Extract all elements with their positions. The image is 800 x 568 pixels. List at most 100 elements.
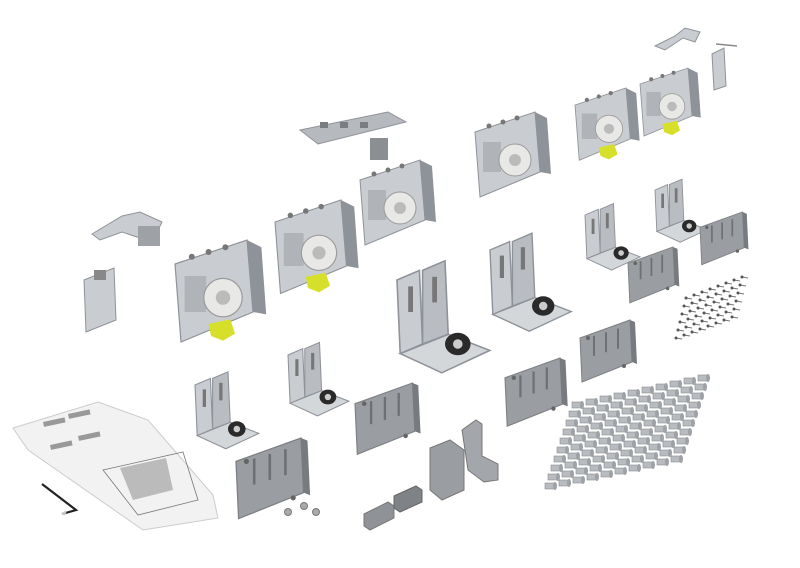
roller-hub: [233, 425, 241, 433]
screw: [676, 437, 687, 445]
screw-head: [657, 443, 661, 451]
screw: [598, 437, 609, 445]
screw-head: [616, 410, 620, 418]
screw: [646, 410, 657, 418]
screw: [593, 413, 604, 421]
screw: [575, 467, 586, 475]
screw: [576, 425, 587, 433]
screw-head: [664, 383, 668, 391]
screw-head: [623, 467, 627, 475]
screw: [697, 374, 708, 382]
plate-hole: [403, 433, 408, 439]
screw: [640, 428, 651, 436]
screw: [578, 458, 589, 466]
screw: [547, 473, 558, 481]
screw-head: [622, 392, 626, 400]
screw-head: [649, 428, 653, 436]
screw-head: [722, 289, 726, 293]
slot: [311, 352, 315, 370]
top-mounting-plate: [298, 111, 408, 160]
carriage-side: [535, 112, 551, 174]
carriage-body: [483, 142, 501, 172]
screw: [682, 419, 693, 427]
screw: [550, 464, 561, 472]
screw-head: [582, 434, 586, 442]
screw-head: [728, 294, 732, 298]
screw-head: [655, 410, 659, 418]
screw-head: [683, 404, 687, 412]
screw: [609, 443, 620, 451]
screw: [562, 428, 573, 436]
cap: [363, 501, 395, 531]
bracket-upright: [599, 202, 616, 254]
screw-head: [615, 452, 619, 460]
screw-head: [688, 309, 692, 313]
roller-hub: [215, 290, 231, 305]
screw-head: [669, 407, 673, 415]
guide-bracket: [287, 341, 351, 417]
screw-head: [708, 316, 712, 320]
screw-head: [609, 470, 613, 478]
carriage-body: [368, 190, 386, 220]
plate-edge: [673, 247, 680, 287]
screw-head: [706, 295, 710, 299]
mounting-plate: [699, 211, 749, 266]
slot: [202, 389, 206, 407]
screw: [603, 461, 614, 469]
screw-head: [607, 437, 611, 445]
screw-head: [680, 312, 684, 316]
screw-hole: [188, 253, 195, 260]
mounting-plate: [235, 437, 311, 520]
plate-hole: [243, 458, 249, 464]
screw: [596, 404, 607, 412]
screw-head: [692, 293, 696, 297]
screw-hole: [303, 208, 309, 214]
roller-hub: [312, 246, 326, 260]
screw-head: [595, 473, 599, 481]
screw-head: [593, 440, 597, 448]
slot: [408, 286, 413, 312]
yellow-clip: [208, 319, 235, 341]
screw: [607, 410, 618, 418]
screw-head: [690, 330, 694, 334]
screw-head: [696, 306, 700, 310]
screw-head: [732, 307, 736, 311]
carriage-body: [184, 276, 207, 312]
roller-hub: [509, 154, 521, 166]
screw-head: [730, 286, 734, 290]
screw: [641, 386, 652, 394]
screw-head: [692, 377, 696, 385]
screw: [561, 470, 572, 478]
screw-head: [689, 386, 693, 394]
slot: [499, 255, 504, 278]
screw-head: [632, 440, 636, 448]
screw: [677, 395, 688, 403]
screw: [568, 410, 579, 418]
screw-head: [629, 449, 633, 457]
screw-head: [686, 395, 690, 403]
screw-hole: [371, 171, 377, 177]
screw-head: [637, 464, 641, 472]
screw-head: [612, 461, 616, 469]
plate-hole: [511, 375, 516, 380]
roller-carriage: [474, 111, 551, 198]
yellow-clip: [305, 272, 330, 293]
yellow-clip: [662, 120, 680, 136]
plate-hole: [290, 495, 296, 501]
screw-head: [559, 464, 563, 472]
screw: [680, 386, 691, 394]
screw-head: [635, 431, 639, 439]
screw: [643, 419, 654, 427]
screw: [665, 431, 676, 439]
slot: [432, 276, 437, 303]
plate-edge: [630, 320, 637, 364]
screw-head: [671, 440, 675, 448]
cap: [393, 485, 423, 513]
screw: [649, 401, 660, 409]
screw-head: [694, 314, 698, 318]
screw: [556, 446, 567, 454]
screw-head: [598, 464, 602, 472]
carriage-side: [688, 68, 701, 118]
end-stopper: [461, 419, 499, 483]
slot: [295, 359, 299, 376]
